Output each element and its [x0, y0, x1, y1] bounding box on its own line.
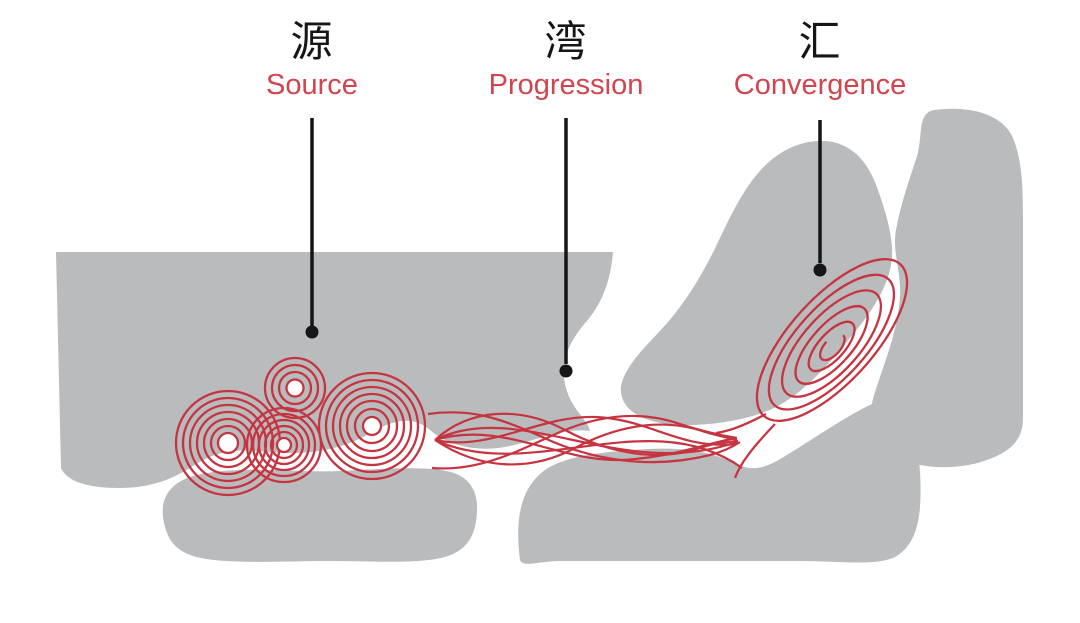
ripple-group-1 — [174, 389, 282, 497]
marker-dot-convergence — [813, 263, 827, 277]
landmass-bottom-island — [162, 468, 478, 562]
landmass-top-right — [871, 108, 1023, 468]
marker-dot-source — [305, 325, 319, 339]
convergence-spiral — [715, 258, 909, 479]
ripple-group-4 — [317, 371, 427, 481]
ripple-group-2 — [263, 356, 327, 420]
spiral-tail-upper — [715, 412, 767, 435]
source-ripples — [174, 356, 427, 497]
ripple-group-3 — [245, 406, 323, 484]
landmass-center-finger — [620, 140, 893, 426]
spiral-tail-lower — [733, 423, 776, 479]
stage-markers — [305, 118, 827, 378]
landmass-bottom-right — [518, 401, 921, 564]
flow-braid — [427, 411, 743, 470]
marker-dot-progression — [559, 364, 573, 378]
